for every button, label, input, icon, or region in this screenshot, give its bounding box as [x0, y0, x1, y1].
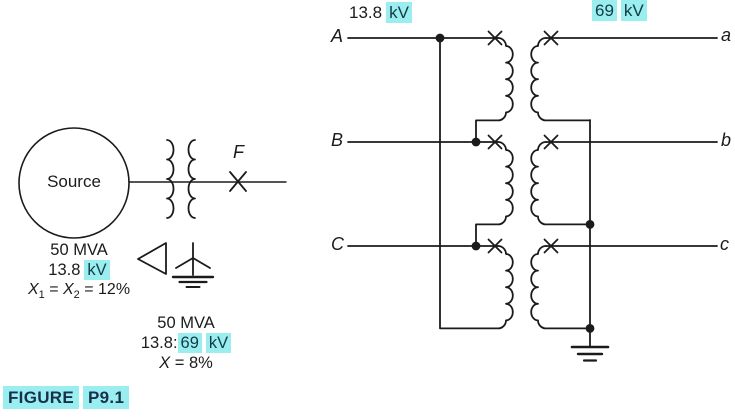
delta-symbol-icon — [137, 242, 167, 275]
junction-dot-neutral-c — [585, 324, 595, 333]
source-label: Source — [47, 172, 101, 191]
primary-winding-C-and-delta-return — [439, 37, 514, 330]
junction-dots — [435, 33, 595, 333]
reactance-x2-sub: 2 — [73, 289, 80, 301]
transformer-rating-mva: 50 MVA — [157, 314, 215, 332]
primary-winding-A — [475, 37, 514, 143]
transformer-reactance: X = 8% — [116, 353, 256, 373]
secondary-winding-a — [530, 37, 591, 122]
x-mark-primary-C — [487, 238, 503, 254]
junction-dot-neutral-b — [585, 220, 595, 229]
junction-dot-C — [471, 241, 481, 251]
reactance-x1: X — [27, 281, 39, 298]
ratio-prefix: 13.8: — [140, 334, 178, 352]
phase-label-B: B — [331, 130, 344, 150]
x-mark-primary-B — [487, 134, 503, 150]
secondary-voltage-unit: kV — [620, 0, 647, 21]
source-rating-mva: 50 MVA — [50, 241, 108, 259]
secondary-winding-b — [530, 141, 591, 226]
figure-caption-word2: P9.1 — [83, 386, 130, 409]
phase-label-a: a — [721, 25, 732, 45]
x-mark-secondary-b — [543, 134, 559, 150]
figure-caption-word1: FIGURE — [3, 386, 80, 409]
junction-dot-A — [435, 33, 445, 43]
transformer-x-value: = 8% — [170, 354, 213, 372]
phase-label-b: b — [721, 130, 732, 150]
source-kv-unit: kV — [84, 260, 110, 280]
reactance-x1-sub: 1 — [38, 289, 45, 301]
phase-label-c: c — [720, 234, 729, 254]
junction-dot-B — [471, 137, 481, 147]
transformer-x: X — [159, 354, 171, 372]
ratio-69: 69 — [177, 333, 202, 353]
source-circle — [18, 127, 130, 239]
fault-label: F — [233, 142, 244, 162]
ratio-kv: kV — [205, 333, 232, 353]
phase-label-A: A — [331, 26, 344, 46]
x-mark-secondary-c — [543, 238, 559, 254]
reactance-value: = 12% — [79, 281, 131, 298]
source-reactance: X1 = X2 = 12% — [6, 280, 152, 305]
secondary-winding-c — [530, 245, 591, 330]
x-mark-primary-A — [487, 30, 503, 46]
inset-primary-coil-icon — [166, 139, 175, 219]
source-kv-value: 13.8 — [48, 261, 81, 279]
primary-winding-B — [475, 141, 514, 247]
reactance-x2: X — [62, 281, 74, 298]
phase-label-C: C — [331, 234, 344, 254]
inset-secondary-coil-icon — [187, 139, 196, 219]
reactance-equals: = — [44, 281, 63, 298]
fault-x-icon — [229, 171, 247, 192]
secondary-voltage-value: 69 — [592, 0, 617, 21]
primary-voltage-unit: kV — [386, 2, 412, 23]
wye-symbol-icon — [175, 242, 211, 276]
x-mark-secondary-a — [543, 30, 559, 46]
primary-voltage-value: 13.8 — [349, 3, 383, 22]
